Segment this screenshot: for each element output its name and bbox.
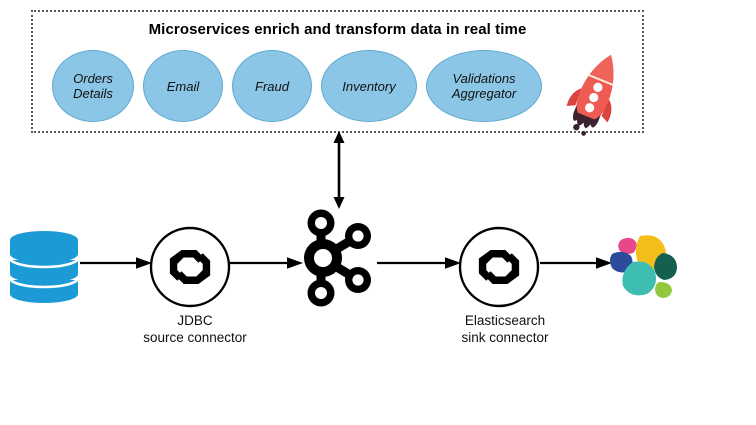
service-orders-details[interactable]: Orders Details: [52, 50, 134, 122]
service-label: Validations Aggregator: [451, 71, 517, 101]
service-label: Inventory: [342, 78, 396, 94]
kafka-microservices-bidirectional-arrow: [333, 131, 345, 209]
microservices-title: Microservices enrich and transform data …: [148, 21, 527, 38]
service-email[interactable]: Email: [143, 50, 223, 122]
microservices-box: Microservices enrich and transform data …: [31, 10, 644, 136]
arrow-kafka-to-elasticsearch-connector: [377, 257, 461, 269]
microservices-list: Orders Details Email Fraud Inventory Val…: [33, 50, 642, 136]
service-label: Email: [166, 78, 200, 94]
arrow-database-to-jdbc: [80, 257, 152, 269]
database-cylinder-icon: [8, 231, 80, 303]
service-validations-aggregator[interactable]: Validations Aggregator: [426, 50, 542, 122]
service-inventory[interactable]: Inventory: [321, 50, 417, 122]
rocket-icon: [566, 54, 614, 136]
elasticsearch-logo: [610, 235, 677, 298]
arrow-connector-to-elasticsearch: [540, 257, 612, 269]
elasticsearch-sink-connector-icon[interactable]: [457, 226, 541, 308]
service-label: Fraud: [255, 78, 289, 94]
jdbc-source-connector-label: JDBC source connector: [143, 313, 247, 345]
apache-kafka-logo: [304, 209, 371, 307]
service-label: Orders Details: [73, 71, 113, 101]
elasticsearch-sink-connector-label: Elasticsearch sink connector: [461, 313, 549, 345]
arrow-jdbc-to-kafka: [229, 257, 303, 269]
jdbc-source-connector-icon[interactable]: [148, 226, 232, 308]
service-fraud[interactable]: Fraud: [232, 50, 312, 122]
